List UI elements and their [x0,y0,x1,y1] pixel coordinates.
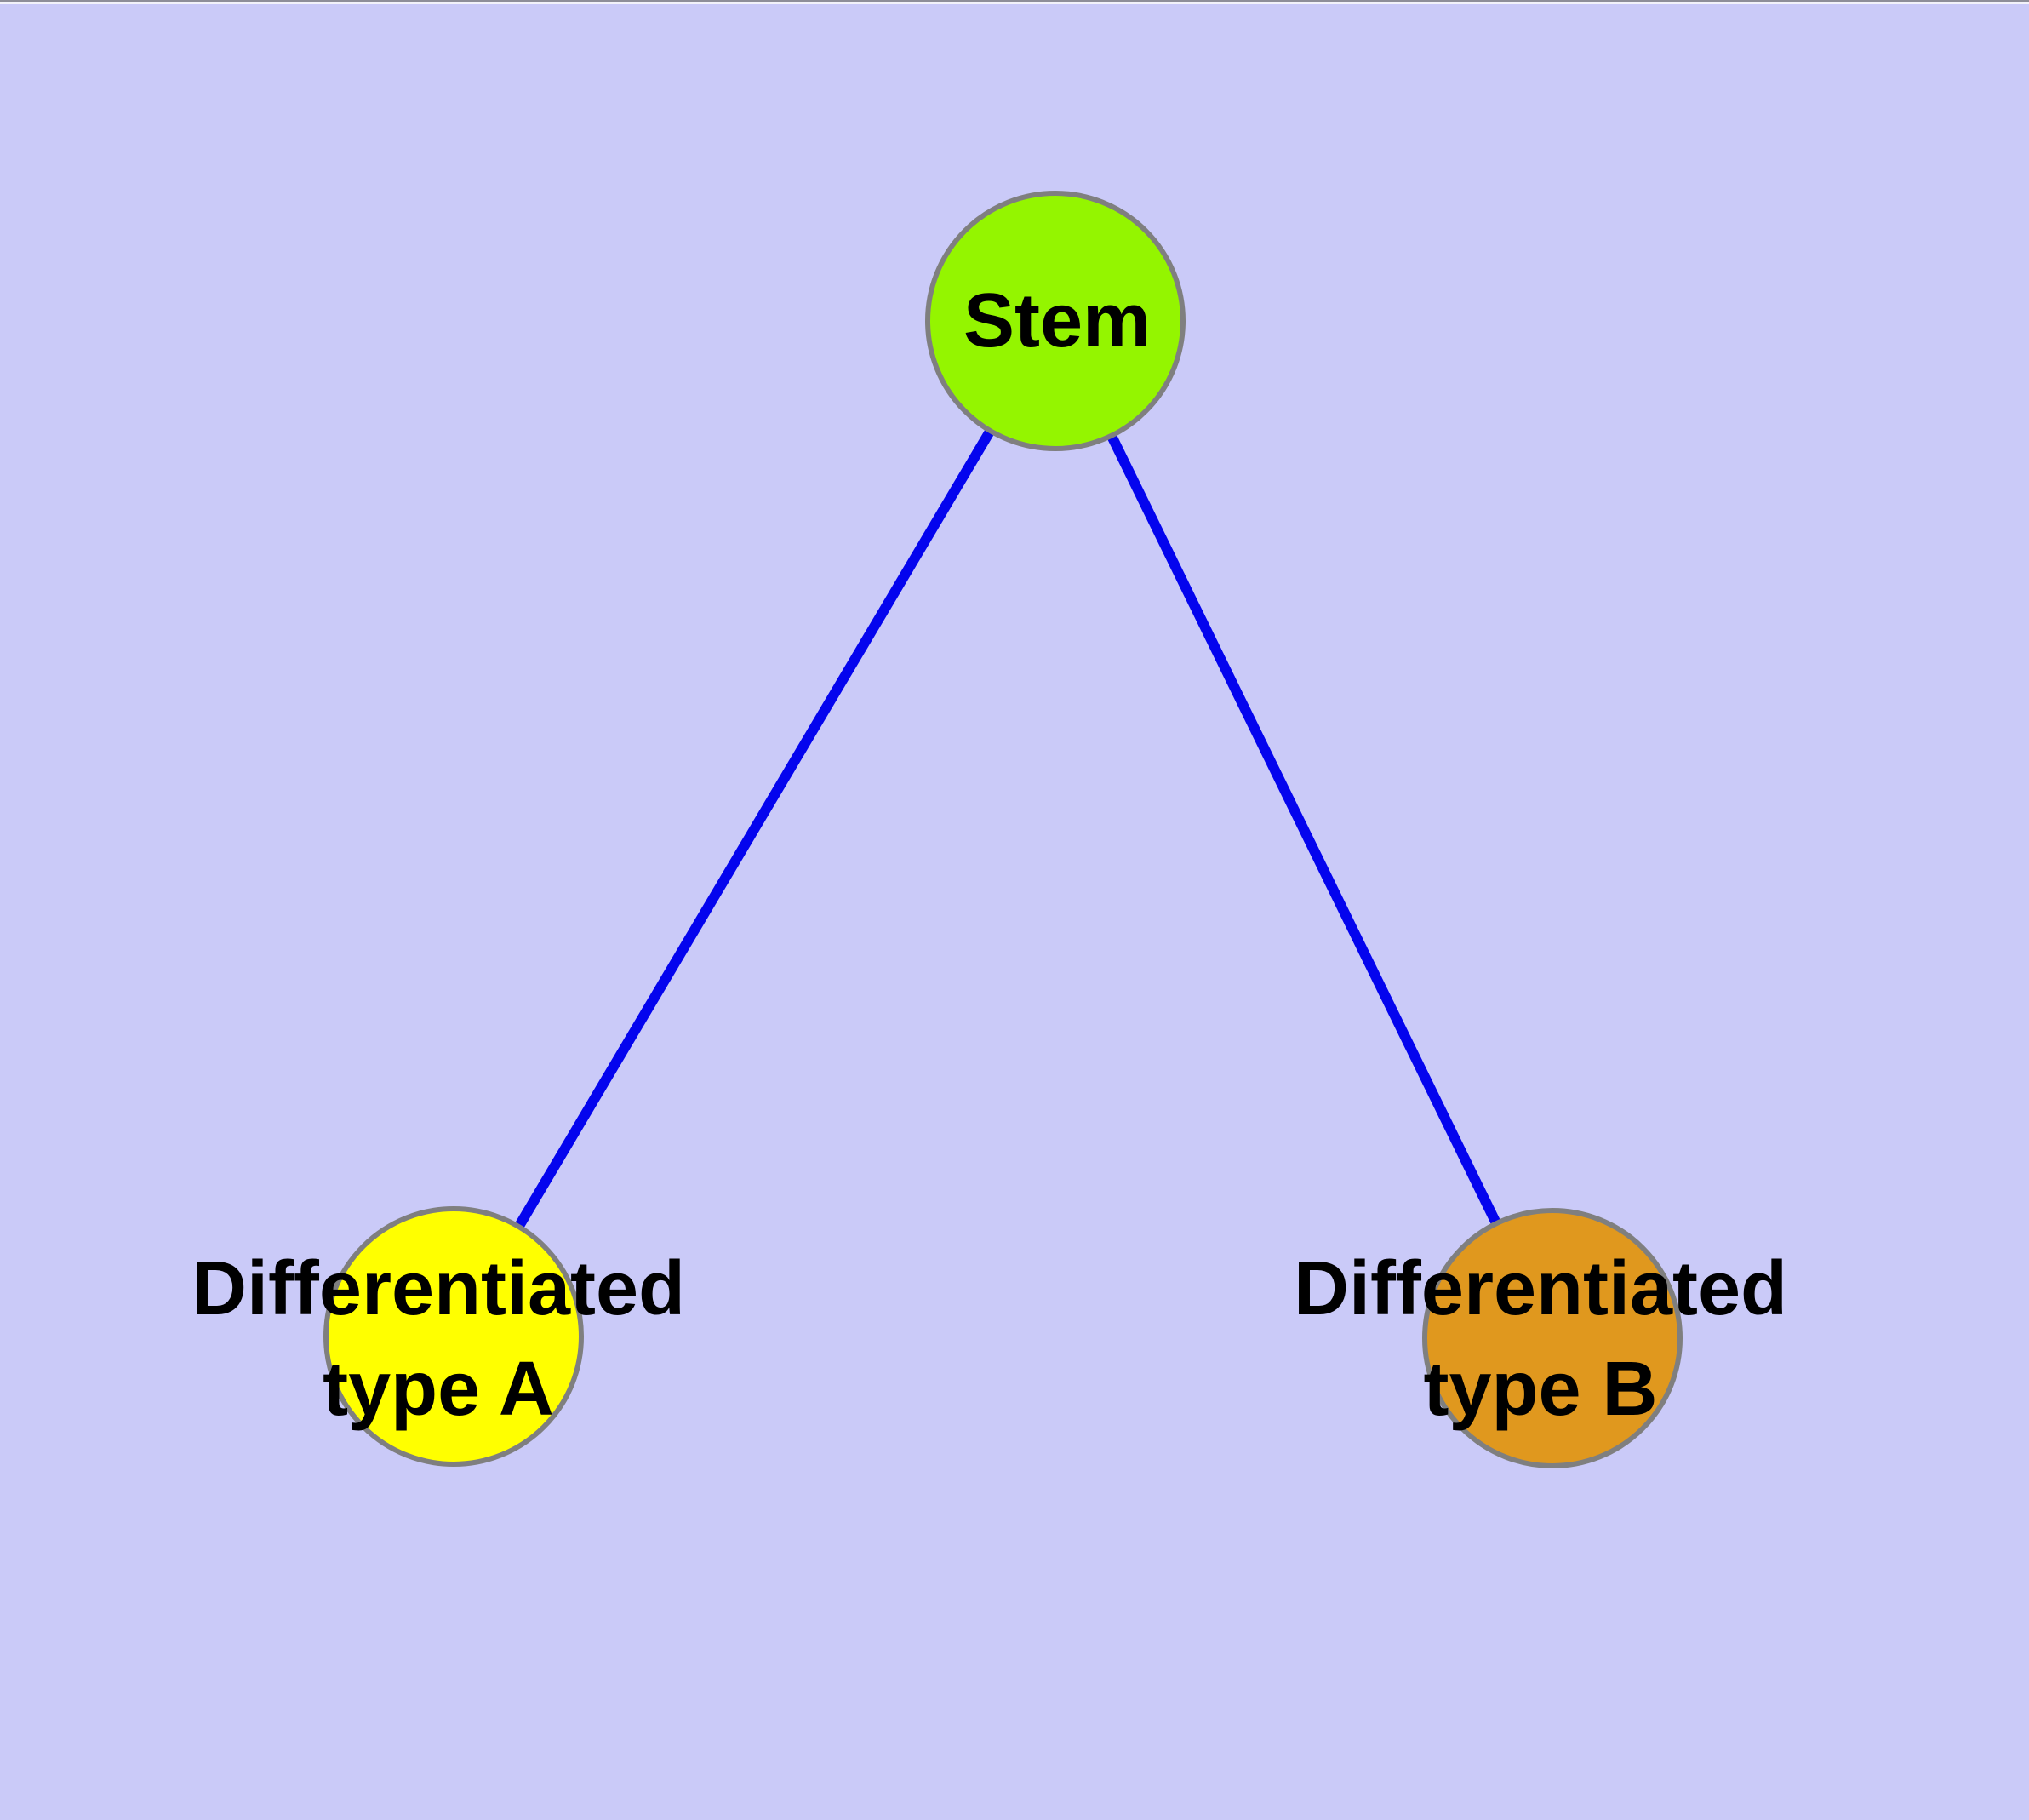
edge-stem-to-type-b [1050,318,1557,1341]
node-type-b: Differentiated type B [1294,1208,1787,1468]
node-type-a-label-line2: type A [323,1347,554,1432]
top-edge-artifact [0,0,2029,4]
edge-group [449,318,1557,1341]
node-type-b-label-line2: type B [1423,1347,1657,1432]
node-type-b-label-line1: Differentiated [1294,1246,1787,1331]
node-stem-label: Stem [963,278,1151,363]
node-type-b-circle [1422,1208,1683,1468]
node-type-a-label-line1: Differentiated [191,1246,685,1331]
edge-stem-to-type-a [449,318,1060,1340]
node-stem: Stem [925,191,1186,451]
node-type-a: Differentiated type A [191,1206,685,1467]
node-stem-circle [925,191,1186,451]
node-type-a-circle [323,1206,584,1467]
